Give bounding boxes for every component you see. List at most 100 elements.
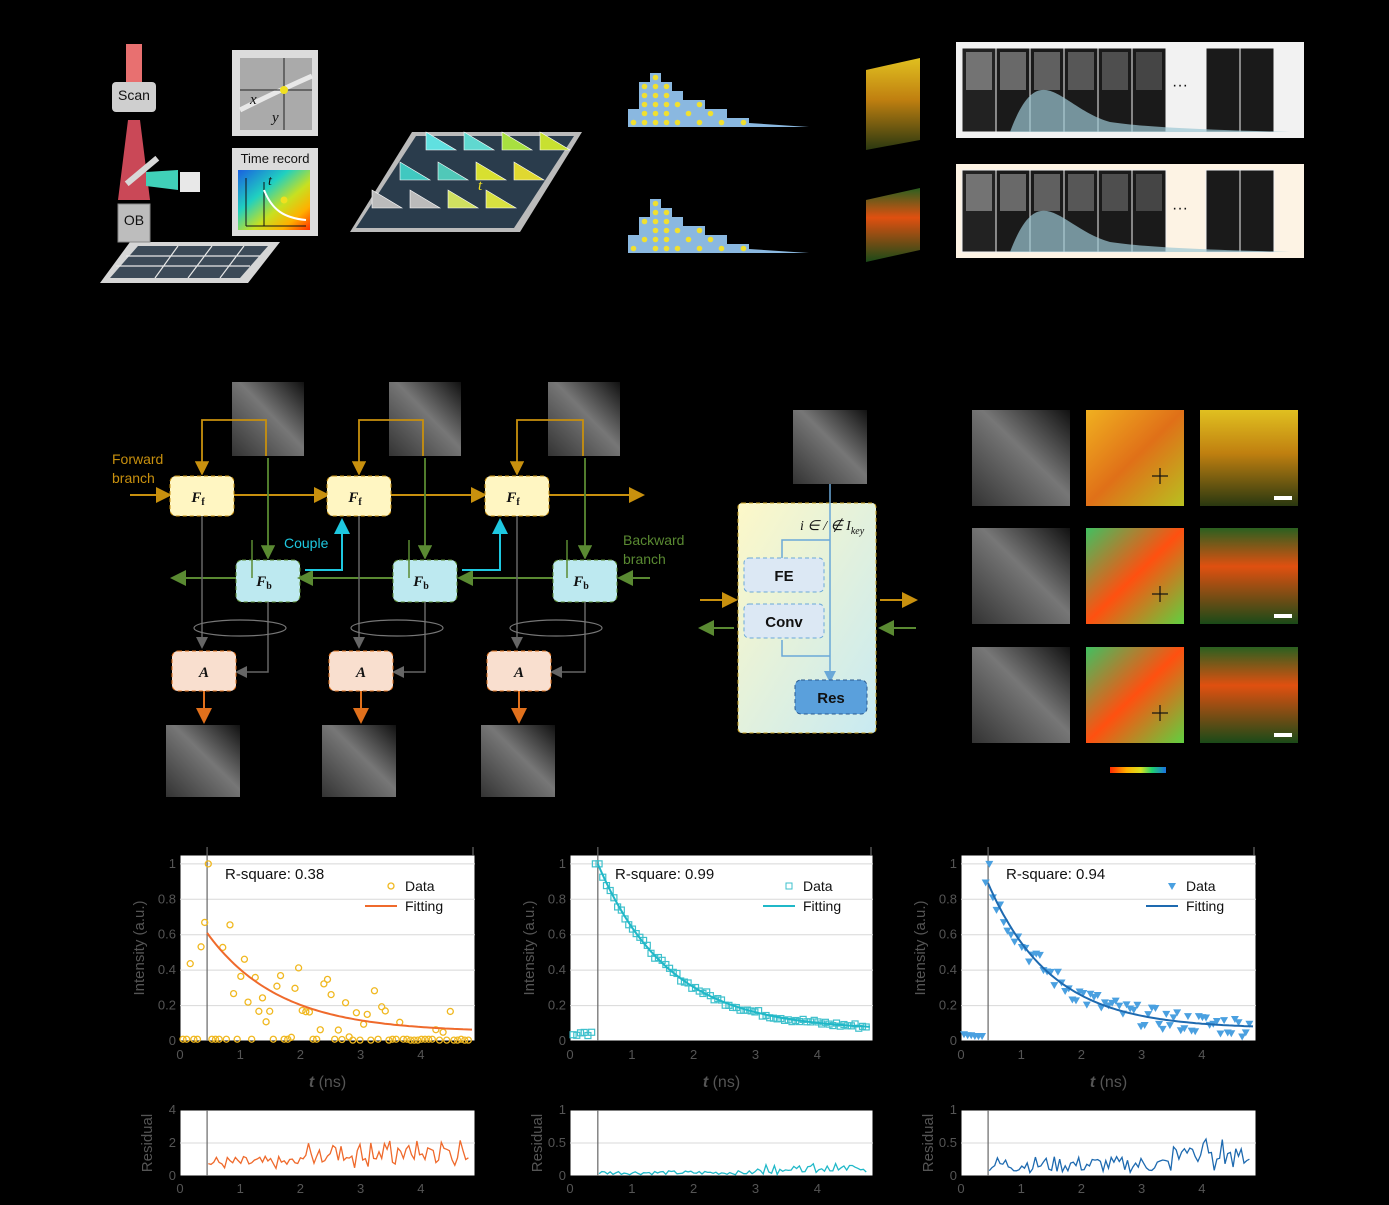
histogram-bar: [650, 199, 661, 253]
data-point: [226, 921, 234, 929]
photon-dot: [707, 110, 714, 117]
time-record-inset: Time record t: [232, 148, 318, 236]
histogram-tail: [749, 123, 809, 127]
photon-dot: [630, 245, 637, 252]
data-point: [284, 1035, 292, 1043]
data-point: [266, 1007, 274, 1015]
result-image: [1200, 528, 1298, 624]
decay-triangle: [539, 131, 572, 151]
photon-dot: [696, 227, 703, 234]
photon-dot: [652, 218, 659, 225]
y-axis-label: y: [270, 110, 279, 126]
histogram-bar: [672, 217, 683, 253]
frame-highlight: [1068, 174, 1094, 211]
data-point: [1122, 1001, 1131, 1009]
data-point: [240, 955, 249, 963]
y-tick-label: 0: [950, 1033, 957, 1048]
legend-fit-label: Fitting: [405, 898, 443, 914]
histogram-tail: [749, 249, 809, 253]
data-point: [1079, 990, 1088, 998]
data-point: [1191, 1028, 1200, 1036]
data-point: [349, 1036, 357, 1044]
frame-highlight: [1102, 52, 1128, 90]
scale-bar: [1274, 496, 1292, 500]
data-point: [1115, 1002, 1124, 1010]
x-axis-label-var: t: [1090, 1074, 1096, 1091]
data-point: [1006, 931, 1015, 939]
frame-highlight: [966, 174, 992, 211]
decay-triangle: [463, 131, 496, 151]
data-point: [1071, 997, 1080, 1005]
y-tick-label: 0.6: [158, 927, 176, 942]
photon-dot: [641, 236, 648, 243]
data-point: [1234, 1019, 1243, 1027]
residual-y-label: Residual: [139, 1114, 156, 1172]
histogram-bar: [727, 244, 738, 253]
residual-y-tick: 4: [169, 1102, 176, 1117]
data-point: [367, 1036, 375, 1044]
data-point: [424, 1035, 433, 1043]
legend-data-label: Data: [405, 878, 435, 894]
data-point: [1050, 982, 1059, 990]
residual-x-tick: 4: [814, 1181, 821, 1196]
data-point: [208, 1035, 216, 1043]
decay-triangle: [475, 161, 508, 181]
input-frame-3: [548, 382, 620, 456]
ff-sub: f: [516, 497, 520, 508]
scale-bar: [1274, 733, 1292, 737]
output-frame-1: [166, 725, 240, 797]
photon-dot: [663, 83, 670, 90]
data-point: [331, 1035, 339, 1043]
fb-sub: b: [583, 581, 589, 592]
couple-arrow: [462, 518, 508, 571]
photon-dot: [707, 236, 714, 243]
data-point: [388, 1035, 397, 1043]
histogram-bar: [716, 109, 727, 127]
data-point: [617, 906, 625, 914]
decay-triangle: [399, 161, 432, 181]
data-point: [291, 984, 299, 992]
data-point: [378, 1003, 386, 1011]
photon-dot: [663, 92, 670, 99]
photon-dot: [740, 119, 747, 126]
residual-y-tick: 2: [169, 1135, 176, 1150]
data-point: [327, 990, 335, 999]
plot-area: [569, 854, 874, 1042]
data-point: [1061, 988, 1070, 996]
residual-y-tick: 1: [559, 1102, 566, 1117]
input-to-ff: [351, 419, 424, 476]
emission-path: [146, 170, 178, 190]
fb-sub: b: [266, 581, 272, 592]
data-point: [610, 894, 618, 902]
data-point: [356, 1036, 364, 1044]
backward-branch-label-2: branch: [623, 551, 666, 567]
photon-dot: [652, 119, 659, 126]
photon-dot: [652, 74, 659, 81]
stacked-frame: [1239, 47, 1275, 133]
photon-dot: [652, 101, 659, 108]
data-point: [363, 1010, 371, 1019]
decay-triangle: [437, 161, 470, 181]
data-point: [464, 1036, 473, 1044]
decay-triangle: [513, 161, 546, 181]
data-point: [313, 1035, 321, 1043]
fb-to-aggregator: [550, 602, 586, 678]
y-tick-label: 0.4: [158, 962, 176, 977]
residual-y-tick: 0.5: [548, 1135, 566, 1150]
x-tick-label: 4: [1198, 1047, 1205, 1062]
residual-line: [598, 1161, 867, 1177]
data-point: [258, 994, 267, 1002]
data-point: [316, 1026, 324, 1034]
ellipsis-bottom: ···: [1172, 200, 1188, 217]
data-point: [606, 886, 614, 895]
y-tick-label: 1: [559, 856, 566, 871]
photon-dot: [696, 245, 703, 252]
photon-dot: [685, 236, 692, 243]
result-image: [972, 410, 1070, 506]
residual-x-tick: 0: [566, 1181, 573, 1196]
legend-fit-label: Fitting: [803, 898, 841, 914]
data-point: [186, 960, 194, 968]
